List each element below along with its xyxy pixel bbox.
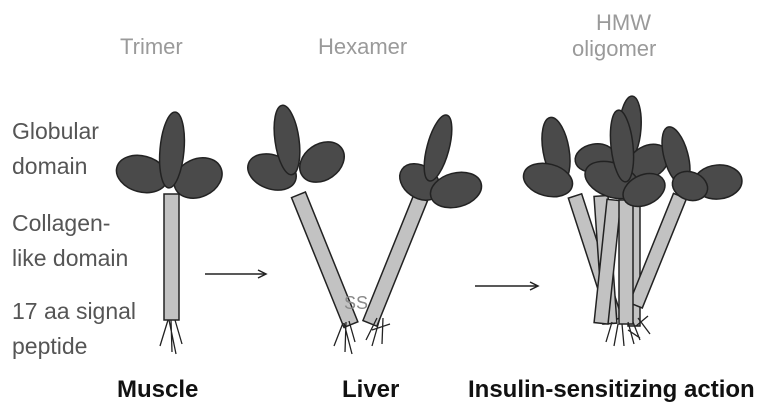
hexamer-left-molecule [243, 104, 358, 354]
hexamer-right-molecule [363, 112, 486, 346]
arrow-hexamer-to-hmw [475, 282, 538, 290]
hmw-oligomer [520, 95, 744, 346]
tissue-label-insulin: Insulin-sensitizing action [468, 378, 755, 402]
arrow-trimer-to-hexamer [205, 270, 266, 278]
hexamer-left-signal-peptide [334, 321, 355, 354]
tissue-label-liver: Liver [342, 378, 399, 402]
trimer-signal-peptide [160, 320, 182, 354]
trimer-collagen-stalk [164, 194, 179, 320]
hexamer-left-globular-head [292, 133, 352, 190]
tissue-label-muscle: Muscle [117, 378, 198, 402]
trimer-molecule [112, 111, 228, 354]
hexamer-right-collagen-stalk [363, 195, 427, 326]
disulfide-bond-label: SS [344, 294, 368, 312]
